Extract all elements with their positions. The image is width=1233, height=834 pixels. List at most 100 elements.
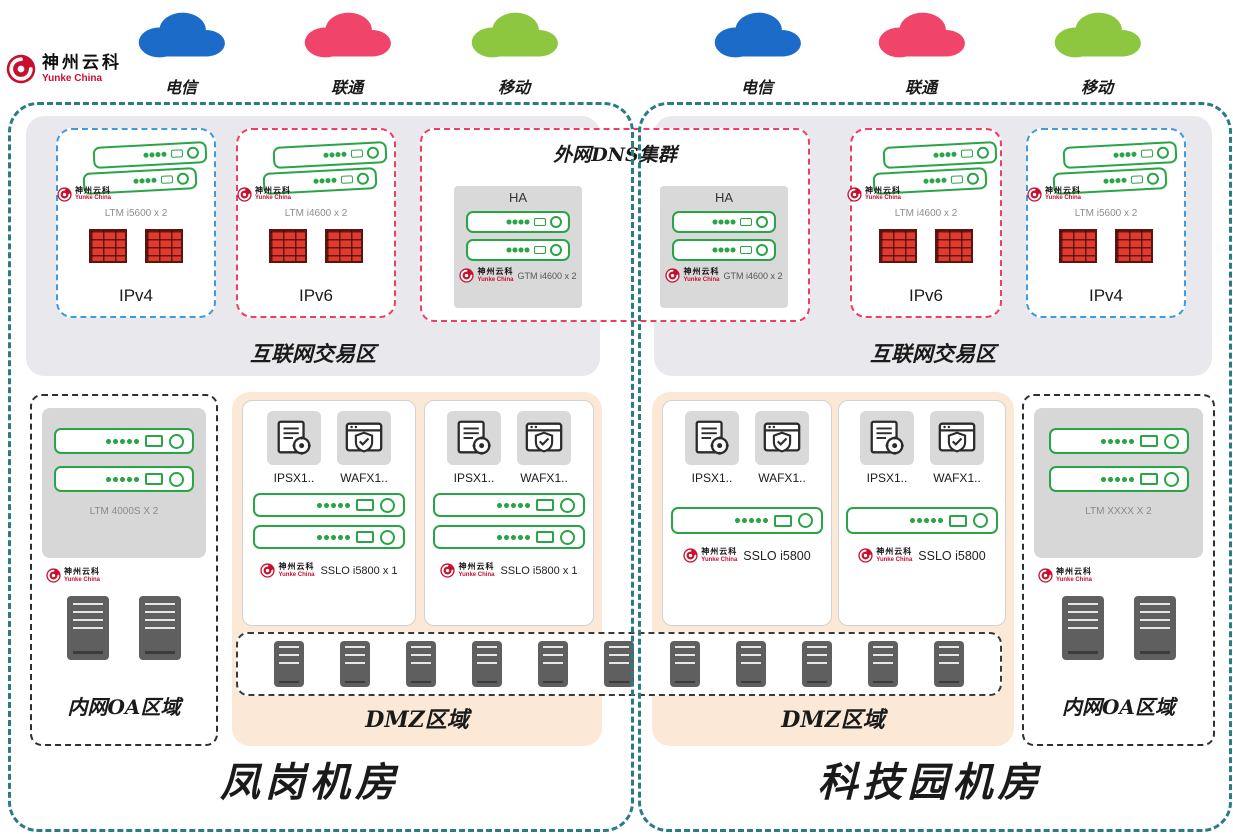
firewall-icon (145, 229, 183, 263)
appliance-port (145, 473, 163, 485)
ltm-appliance (92, 141, 208, 169)
appliance-knob (169, 471, 184, 487)
yunke-swirl-icon (1027, 187, 1042, 202)
dmz-zone-label: DMZ区域 (365, 707, 469, 733)
brand-name-cn: 神州云科 (278, 562, 315, 571)
appliance-port (1139, 473, 1158, 485)
waf-label: WAFX1.. (758, 471, 806, 485)
oa-server-pair (32, 596, 216, 660)
brand-name-en: Yunke China (1045, 195, 1082, 202)
ips-tile (860, 411, 914, 465)
appliance-knob (356, 172, 370, 186)
appliance-port (170, 149, 184, 158)
brand-name-en: Yunke China (64, 576, 101, 583)
appliance-port (1139, 435, 1158, 447)
appliance-port (774, 514, 792, 527)
waf-tile (337, 411, 391, 465)
cloud-telecom-left: 电信 (122, 6, 240, 98)
server-icon (1061, 596, 1104, 660)
brand-name-cn: 神州云科 (1056, 567, 1092, 576)
sslo-appliance (433, 525, 585, 549)
dmz-zone-label: DMZ区域 (781, 707, 885, 733)
appliance-port (356, 499, 374, 511)
server-icon (1133, 596, 1176, 660)
ip-version-label: IPv4 (1088, 286, 1124, 305)
waf-tile (930, 411, 984, 465)
internet-zone-label: 互联网交易区 (870, 341, 996, 366)
yunke-swirl-icon (459, 268, 474, 283)
appliance-led-dots (1102, 177, 1128, 185)
firewall-icon (269, 229, 307, 263)
carrier-label: 移动 (497, 78, 530, 97)
internet-zone-label: 互联网交易区 (250, 341, 376, 366)
gtm-appliance (466, 239, 570, 261)
brand-name-en: Yunke China (701, 556, 738, 563)
ltm-cluster-panel: LTM XXXX X 2 (1034, 408, 1203, 558)
sslo-appliance (671, 507, 823, 534)
firewall-icon (935, 229, 973, 263)
appliance-led-dots (105, 475, 139, 483)
brand-name-en: Yunke China (683, 276, 720, 283)
appliance-knob (976, 146, 990, 160)
appliance-led-dots (496, 501, 530, 509)
waf-label: WAFX1.. (520, 471, 568, 485)
brand-name-en: Yunke China (876, 556, 913, 563)
ips-label: IPSX1.. (273, 471, 315, 485)
cloud-icon (455, 6, 573, 64)
device-model-label: GTM i4600 x 2 (723, 270, 783, 281)
dns-cluster-title: 外网DNS集群 (553, 144, 677, 166)
room-name-keji: 科技园机房 (817, 759, 1043, 806)
gtm-appliance (672, 211, 776, 233)
firewall-pair (879, 229, 973, 263)
server-icon (274, 641, 304, 687)
yunke-swirl-icon (1038, 568, 1053, 583)
appliance-led-dots (1099, 475, 1134, 483)
brand-name-cn: 神州云科 (64, 567, 100, 576)
server-icon (67, 596, 109, 660)
appliance-knob (380, 529, 395, 545)
server-icon (472, 641, 502, 687)
appliance-knob (186, 146, 200, 160)
server-icon (604, 641, 634, 687)
device-model-label: SSLO i5800 (918, 548, 986, 563)
appliance-port (960, 149, 974, 158)
ha-label: HA (714, 190, 734, 205)
ips-label: IPSX1.. (453, 471, 495, 485)
yunke-swirl-icon (440, 563, 455, 578)
server-icon (340, 641, 370, 687)
cloud-unicom-right: 联通 (862, 6, 980, 98)
brand-name-cn: 神州云科 (1045, 185, 1081, 195)
appliance-knob (1156, 146, 1170, 160)
firewall-icon (89, 229, 127, 263)
server-icon (538, 641, 568, 687)
appliance-led-dots (712, 219, 736, 225)
ips-tile (685, 411, 739, 465)
brand-name-cn: 神州云科 (701, 547, 738, 556)
gtm-appliance (672, 239, 776, 261)
cloud-icon (288, 6, 406, 64)
ltm-appliance (1048, 428, 1189, 454)
appliance-port (740, 246, 752, 254)
appliance-led-dots (1112, 151, 1138, 159)
ips-icon (866, 417, 908, 459)
yunke-logo-text: 神州云科 Yunke China (42, 53, 122, 83)
device-model-label: SSLO i5800 x 1 (320, 564, 398, 577)
sslo-appliance (846, 507, 998, 534)
appliance-knob (973, 513, 988, 528)
